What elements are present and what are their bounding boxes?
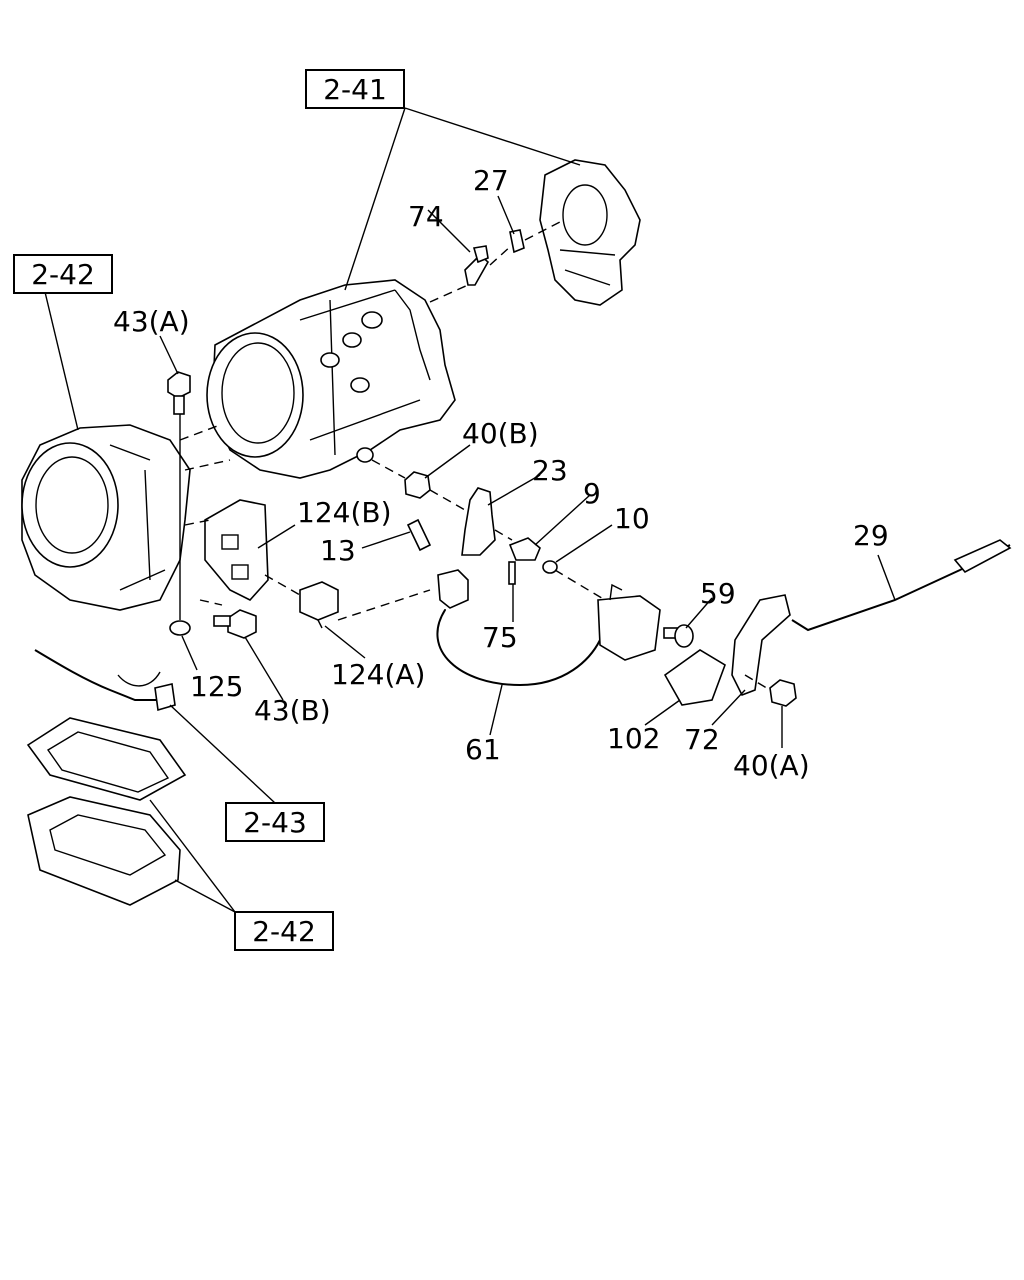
control-cable-29 (791, 539, 1012, 632)
lever-part-74 (464, 245, 490, 286)
ref-box-2-41-label: 2-41 (323, 73, 387, 106)
ref-box-2-43-label: 2-43 (243, 806, 307, 839)
callout-75: 75 (482, 621, 518, 654)
callout-102: 102 (607, 722, 660, 755)
callout-72: 72 (684, 723, 720, 756)
callout-9: 9 (583, 477, 601, 510)
bracket-72 (731, 594, 791, 697)
bolt-43a (167, 371, 191, 415)
bolt-43b (213, 609, 257, 639)
nut-40b (404, 471, 431, 499)
wiring-harness-61 (436, 569, 661, 687)
pin-75 (508, 561, 516, 585)
nut-40a (769, 679, 797, 707)
rear-extension-housing (539, 159, 641, 306)
callout-61: 61 (465, 733, 501, 766)
sector-plate-23 (461, 487, 496, 556)
washer-10 (542, 560, 558, 574)
callout-124a: 124(A) (331, 658, 425, 691)
callout-40b: 40(B) (462, 417, 539, 450)
plate-102 (663, 649, 726, 706)
ref-box-2-42-top-label: 2-42 (31, 258, 95, 291)
callout-40a: 40(A) (733, 749, 810, 782)
ref-box-2-42-bottom-label: 2-42 (252, 915, 316, 948)
bracket (204, 499, 269, 601)
converter-housing (21, 424, 191, 611)
callout-125: 125 (190, 670, 243, 703)
callout-43b: 43(B) (254, 694, 331, 727)
ref-box-2-41[interactable]: 2-41 (305, 69, 405, 109)
clip-part-27 (509, 229, 525, 254)
clip-13 (406, 518, 432, 552)
callout-29: 29 (853, 519, 889, 552)
callout-23: 23 (532, 454, 568, 487)
washer-125 (169, 620, 191, 636)
ref-box-2-42-top[interactable]: 2-42 (13, 254, 113, 294)
ref-box-2-42-bottom[interactable]: 2-42 (234, 911, 334, 951)
callout-124b: 124(B) (297, 496, 392, 529)
shaft-part-9 (508, 537, 541, 561)
ref-box-2-43[interactable]: 2-43 (225, 802, 325, 842)
callout-43a: 43(A) (113, 305, 190, 338)
callout-59: 59 (700, 577, 736, 610)
oil-pan (27, 796, 181, 906)
sensor-harness (34, 649, 176, 712)
callout-10: 10 (614, 502, 650, 535)
oil-pan-gasket (26, 717, 187, 801)
transmission-case (206, 279, 456, 479)
callout-13: 13 (320, 534, 356, 567)
bolt-59 (663, 624, 694, 648)
callouts: 27 74 43(A) 40(B) 23 9 10 124(B) 13 29 5… (113, 164, 889, 782)
callout-27: 27 (473, 164, 509, 197)
connector-124a (299, 581, 339, 629)
callout-74: 74 (408, 200, 444, 233)
leader-lines (44, 107, 896, 913)
